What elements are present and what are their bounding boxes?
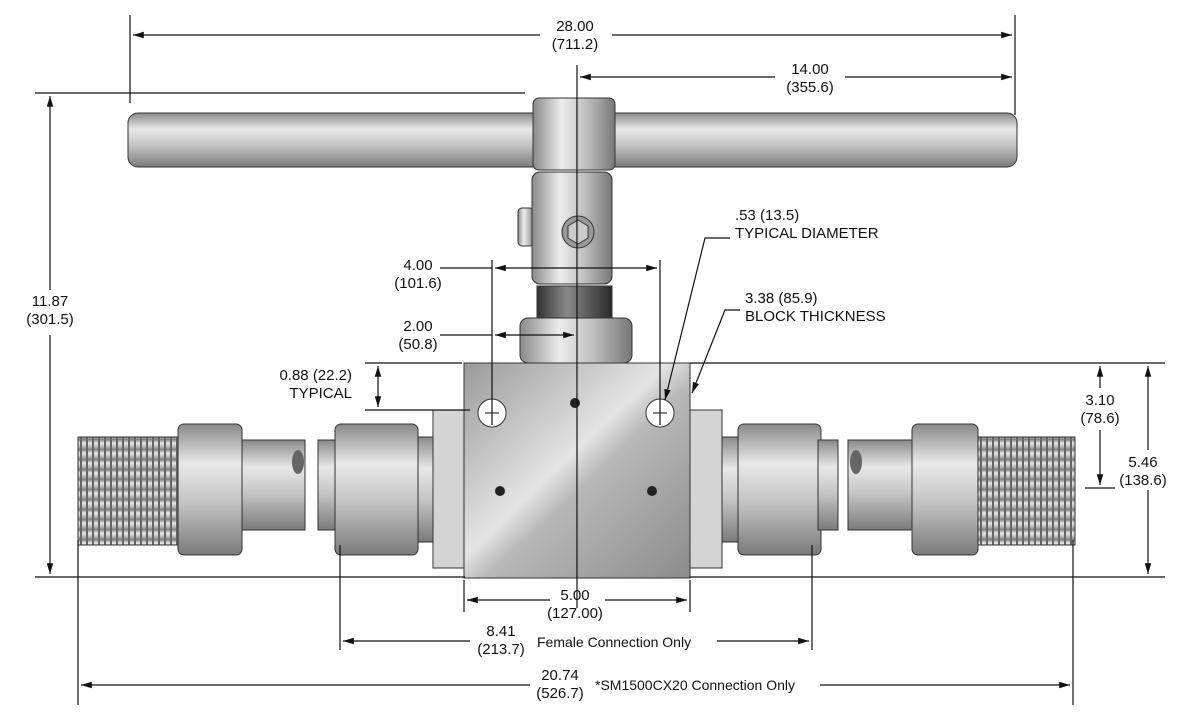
dim-block-height-metric: (138.6)	[1119, 472, 1167, 489]
dim-male-note: *SM1500CX20 Connection Only	[595, 677, 795, 693]
dim-port-value: 3.10	[1085, 392, 1114, 409]
dim-hole-top-note: TYPICAL	[289, 385, 352, 402]
dim-height-value: 11.87	[32, 293, 68, 310]
dim-thickness-value: 3.38 (85.9)	[745, 290, 818, 307]
dim-hole-spacing-metric: (101.6)	[394, 275, 442, 292]
dim-28-value: 28.00	[556, 18, 594, 35]
t-handle	[127, 97, 1018, 171]
left-fitting	[77, 423, 434, 556]
dim-block-height-value: 5.46	[1128, 454, 1157, 471]
dim-male-value: 20.74	[541, 667, 579, 684]
dim-hole-center-value: 2.00	[403, 318, 432, 335]
dim-port-metric: (78.6)	[1080, 410, 1119, 427]
dim-28-metric: (711.2)	[552, 36, 598, 53]
dim-female-metric: (213.7)	[477, 641, 525, 658]
valve-stem	[517, 171, 633, 364]
dim-male-metric: (526.7)	[536, 685, 584, 702]
dim-block-width-value: 5.00	[560, 587, 589, 604]
dim-diameter-value: .53 (13.5)	[735, 207, 799, 224]
dim-hole-top-value: 0.88 (22.2)	[279, 367, 352, 384]
dim-height-metric: (301.5)	[26, 311, 74, 328]
dim-block-width-metric: (127.00)	[547, 605, 603, 622]
dim-hole-spacing-value: 4.00	[403, 257, 432, 274]
dimension-lines	[35, 15, 1165, 705]
dim-diameter-note: TYPICAL DIAMETER	[735, 225, 879, 242]
dim-14-metric: (355.6)	[786, 79, 834, 96]
dim-hole-center-metric: (50.8)	[398, 336, 437, 353]
dim-female-value: 8.41	[486, 623, 515, 640]
dim-thickness-note: BLOCK THICKNESS	[745, 308, 886, 325]
right-fitting	[721, 423, 1076, 556]
dim-14-value: 14.00	[791, 61, 829, 78]
dim-female-note: Female Connection Only	[537, 634, 691, 650]
dimension-labels: 28.00 (711.2) 14.00 (355.6) 11.87 (301.5…	[26, 18, 1167, 702]
